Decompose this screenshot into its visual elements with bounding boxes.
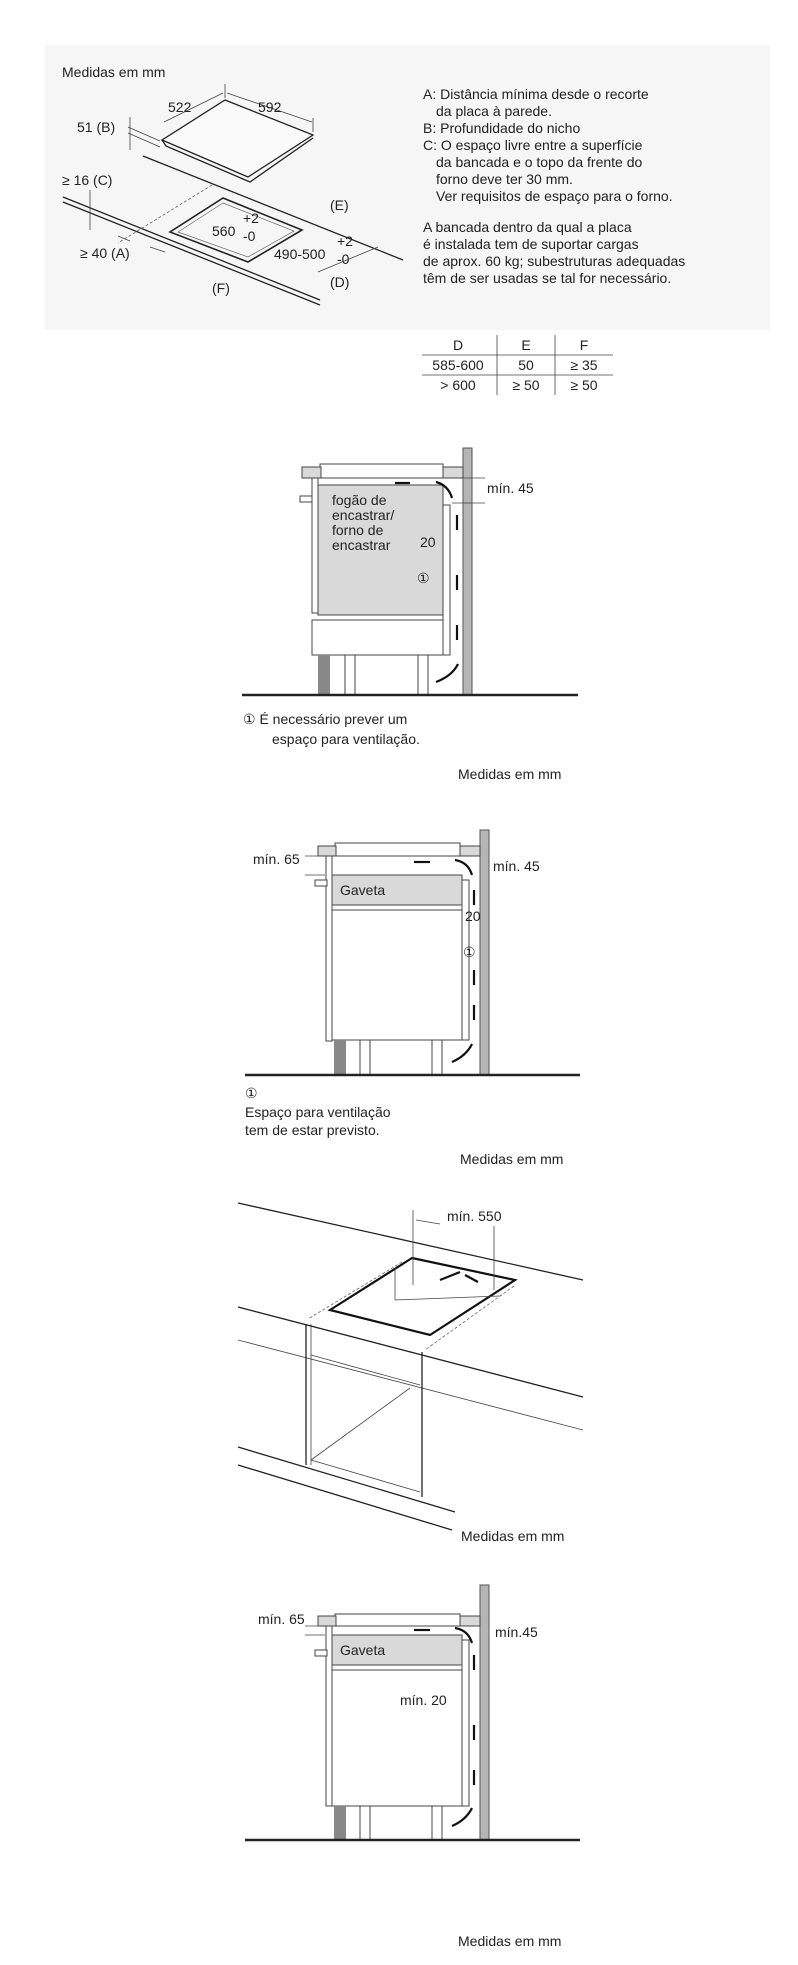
oven-label: fogão de encastrar/ forno de encastrar: [332, 492, 394, 553]
svg-text:A bancada dentro da qual a pla: A bancada dentro da qual a placa: [423, 219, 632, 235]
min-65-label: mín. 65: [258, 1611, 305, 1627]
drawer: [331, 874, 463, 906]
svg-text:A: Distância mínima desde o re: A: Distância mínima desde o recorte: [423, 86, 649, 102]
footnote-marker: ①: [245, 1085, 258, 1101]
svg-text:forno de: forno de: [332, 522, 384, 538]
min-45-label: mín. 45: [493, 858, 540, 874]
units-label: Medidas em mm: [62, 64, 165, 80]
svg-text:têm de ser usadas se tal for n: têm de ser usadas se tal for necessário.: [423, 270, 671, 286]
svg-text:B: Profundidade do nicho: B: Profundidade do nicho: [423, 120, 580, 136]
units-label: Medidas em mm: [461, 1528, 564, 1544]
gap-20-label: 20: [420, 534, 436, 550]
table-header: D: [453, 337, 463, 353]
drawer-label: Gaveta: [340, 882, 385, 898]
min-550-label: mín. 550: [447, 1208, 502, 1224]
footnote: tem de estar previsto.: [245, 1122, 380, 1138]
label-d: (D): [330, 274, 349, 290]
dim-b-label: 51 (B): [77, 119, 115, 135]
svg-text:da bancada e o topo da frente: da bancada e o topo da frente do: [436, 154, 642, 170]
min-20-label: mín. 20: [400, 1692, 447, 1708]
airflow-arrows-icon: [414, 858, 476, 1064]
gap-20-label: 20: [465, 908, 481, 924]
units-label: Medidas em mm: [458, 766, 561, 782]
drawer-label: Gaveta: [340, 1642, 385, 1658]
table-cell: 585-600: [432, 357, 484, 373]
dim-490-500: 490-500: [274, 246, 326, 262]
svg-text:de aprox. 60 kg; subestruturas: de aprox. 60 kg; subestruturas adequadas: [423, 253, 685, 269]
svg-text:é instalada tem de suportar ca: é instalada tem de suportar cargas: [423, 236, 639, 252]
airflow-arrows-icon: [395, 480, 459, 684]
table-cell: > 600: [440, 377, 476, 393]
svg-text:fogão de: fogão de: [332, 492, 387, 508]
airflow-arrows-icon: [439, 1270, 479, 1283]
cutout-outline: [168, 197, 304, 263]
table-cell: ≥ 50: [570, 377, 597, 393]
svg-text:C: O espaço livre entre a supe: C: O espaço livre entre a superfície: [423, 137, 643, 153]
svg-text:forno deve ter 30 mm.: forno deve ter 30 mm.: [436, 171, 573, 187]
svg-text:encastrar/: encastrar/: [332, 507, 394, 523]
cutout-dimensions-diagram: Medidas em mm 522 592 51 (B) ≥ 16 (C) 56…: [45, 45, 770, 395]
table-header: E: [521, 337, 530, 353]
svg-text:Ver requisitos de espaço para: Ver requisitos de espaço para o forno.: [436, 188, 673, 204]
dim-490-tol-up: +2: [337, 233, 353, 249]
dim-a-label: ≥ 40 (A): [80, 245, 130, 261]
ventilation-marker: ①: [463, 944, 476, 960]
table-cell: ≥ 50: [512, 377, 539, 393]
dim-560: 560: [212, 223, 236, 239]
load-note: A bancada dentro da qual a placa é insta…: [423, 219, 685, 286]
built-in-oven: [317, 484, 444, 616]
label-f: (F): [212, 280, 230, 296]
wall: [462, 447, 473, 696]
min-45-label: mín. 45: [487, 480, 534, 496]
units-label: Medidas em mm: [460, 1151, 563, 1167]
dim-560-tol-down: -0: [243, 228, 256, 244]
table-cell: 50: [518, 357, 534, 373]
dim-560-tol-up: +2: [243, 210, 259, 226]
units-label: Medidas em mm: [458, 1933, 561, 1949]
cutout: [327, 1256, 518, 1337]
dim-592: 592: [258, 99, 282, 115]
dim-490-tol-down: -0: [337, 251, 350, 267]
footnote: espaço para ventilação.: [272, 731, 420, 747]
drawer-min20-ventilation-diagram: Gaveta mín. 65 mín.45 mín. 20 Medidas em…: [245, 1584, 580, 1949]
legend-text: A: Distância mínima desde o recorte da p…: [423, 86, 673, 204]
table-cell: ≥ 35: [570, 357, 597, 373]
footnote: Espaço para ventilação: [245, 1104, 391, 1120]
perspective-cutout-diagram: mín. 550 Medidas em mm: [237, 1202, 584, 1544]
hob-top: [160, 99, 315, 178]
dim-522: 522: [168, 99, 192, 115]
drawer-ventilation-diagram: Gaveta mín. 65 mín. 45 20 ① ① Espaço par…: [245, 829, 580, 1167]
svg-text:da placa à parede.: da placa à parede.: [436, 103, 552, 119]
hob: [319, 463, 444, 479]
diagram-background: [45, 45, 770, 330]
min-65-label: mín. 65: [253, 851, 300, 867]
dim-c-label: ≥ 16 (C): [62, 172, 112, 188]
oven-ventilation-diagram: fogão de encastrar/ forno de encastrar m…: [242, 447, 578, 782]
svg-text:encastrar: encastrar: [332, 537, 391, 553]
hob-edge: [161, 137, 314, 183]
airflow-arrows-icon: [414, 1626, 476, 1828]
footnote: ① É necessário prever um: [243, 711, 407, 727]
clearance-table: D E F 585-600 50 ≥ 35 > 600 ≥ 50 ≥ 50: [422, 335, 613, 395]
ventilation-marker: ①: [417, 570, 430, 586]
min-45-label: mín.45: [495, 1624, 538, 1640]
table-header: F: [580, 337, 589, 353]
label-e: (E): [330, 197, 349, 213]
